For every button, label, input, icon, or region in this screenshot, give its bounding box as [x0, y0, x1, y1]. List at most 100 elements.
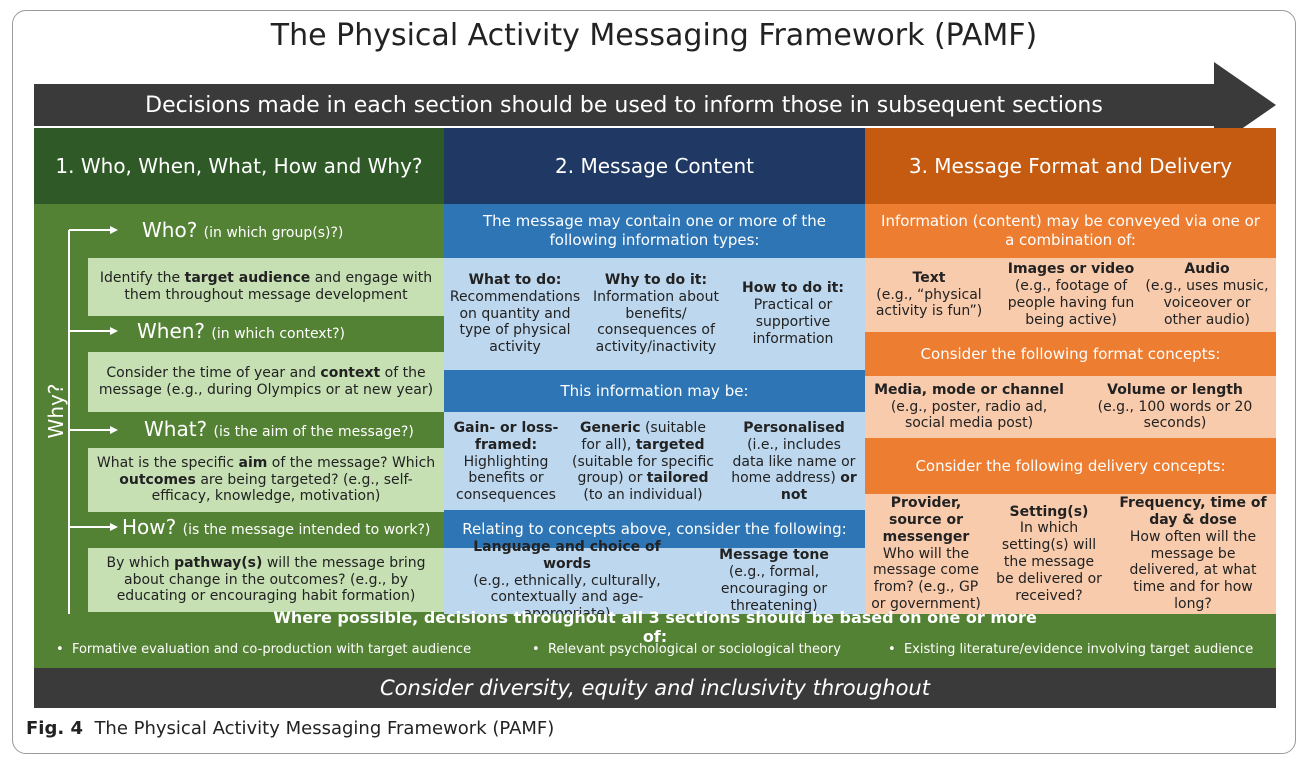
what-desc-text-2: of the message? Which [267, 454, 436, 471]
how-to-do-title: How to do it: [742, 280, 844, 297]
what-to-do-body: Recommendations on quantity and type of … [449, 288, 581, 356]
audio-format-body: (e.g., uses music, voiceover or other au… [1145, 278, 1269, 328]
how-desc-bold: pathway(s) [174, 554, 263, 571]
provider-cell: Provider, source or messenger Who will t… [870, 495, 982, 612]
images-format-title: Images or video [1007, 261, 1135, 278]
text-format-cell: Text (e.g., “physical activity is fun”) [870, 260, 988, 330]
how-desc-text-2: will the message bring about change in t… [116, 554, 426, 605]
info-types-panel [444, 258, 865, 370]
images-format-body: (e.g., footage of people having fun bein… [1007, 278, 1135, 328]
how-question: How? [122, 515, 177, 539]
what-desc-bold-2: outcomes [119, 471, 196, 488]
what-to-do-cell: What to do: Recommendations on quantity … [450, 262, 580, 366]
setting-title: Setting(s) [1009, 503, 1089, 520]
generic-cell: Generic (suitable for all), targeted (su… [570, 416, 716, 508]
evidence-bullet-3-text: Existing literature/evidence involving t… [903, 642, 1254, 657]
what-to-do-title: What to do: [468, 272, 562, 288]
media-title: Media, mode or channel [874, 381, 1064, 398]
personalised-title: Personalised [743, 420, 845, 436]
generic-title: Generic [580, 420, 641, 436]
tone-body: (e.g., formal, encouraging or threatenin… [720, 564, 828, 614]
info-types-header: The message may contain one or more of t… [444, 204, 865, 258]
column-3-header: 3. Message Format and Delivery [865, 128, 1276, 204]
what-desc-bold: aim [238, 454, 268, 471]
what-description: What is the specific aim of the message?… [88, 448, 444, 512]
media-cell: Media, mode or channel (e.g., poster, ra… [872, 378, 1066, 436]
what-desc-text: What is the specific [96, 454, 239, 471]
how-to-do-body: Practical or supportive information [752, 297, 834, 347]
frequency-body: How often will the message be delivered,… [1129, 528, 1257, 612]
figure-title: The Physical Activity Messaging Framewor… [270, 18, 1038, 53]
provider-title: Provider, source or messenger [882, 495, 970, 545]
may-be-header: This information may be: [444, 370, 865, 412]
tone-cell: Message tone (e.g., formal, encouraging … [690, 547, 858, 614]
how-heading: How? (is the message intended to work?) [122, 515, 442, 543]
setting-body: In which setting(s) will the message be … [996, 520, 1102, 604]
setting-cell: Setting(s) In which setting(s) will the … [994, 498, 1104, 610]
what-question: What? [144, 417, 208, 441]
generic-text-2: (suitable for specific group) or [571, 453, 715, 487]
when-desc-text: Consider the time of year and [106, 365, 321, 382]
tailored-title: tailored [646, 470, 709, 487]
evidence-bullet-2-text: Relevant psychological or sociological t… [547, 642, 841, 657]
how-subtitle: (is the message intended to work?) [182, 522, 431, 538]
why-label: Why? [44, 383, 68, 439]
delivery-header: Consider the following delivery concepts… [865, 438, 1276, 494]
volume-title: Volume or length [1107, 381, 1243, 398]
may-be-panel [444, 412, 865, 510]
generic-text-3: (to an individual) [583, 487, 703, 504]
arrow-shape [34, 62, 1276, 148]
why-to-do-cell: Why to do it: Information about benefits… [590, 262, 722, 366]
arrow-banner-text: Decisions made in each section should be… [145, 92, 1103, 118]
frequency-cell: Frequency, time of day & dose How often … [1116, 495, 1270, 612]
who-question: Who? [142, 218, 198, 242]
how-to-do-cell: How to do it: Practical or supportive in… [740, 262, 846, 366]
why-to-do-title: Why to do it: [604, 272, 708, 288]
media-body: (e.g., poster, radio ad, social media po… [890, 398, 1048, 432]
frequency-title: Frequency, time of day & dose [1119, 495, 1267, 529]
diversity-banner: Consider diversity, equity and inclusivi… [34, 668, 1276, 708]
when-subtitle: (in which context?) [211, 326, 345, 342]
images-format-cell: Images or video (e.g., footage of people… [1002, 260, 1140, 330]
who-description: Identify the target audience and engage … [88, 258, 444, 316]
why-to-do-body: Information about benefits/ consequences… [593, 288, 719, 356]
personalised-body: (i.e., includes data like name or home a… [731, 436, 856, 487]
targeted-title: targeted [635, 436, 705, 453]
generic-text: (suitable for all), [581, 420, 706, 453]
evidence-band [34, 614, 1276, 668]
what-subtitle: (is the aim of the message?) [213, 424, 414, 440]
when-desc-text-2: of the message (e.g., during Olympics or… [98, 365, 434, 398]
how-desc-text: By which [106, 554, 175, 571]
figure-caption: Fig. 4 The Physical Activity Messaging F… [26, 718, 554, 739]
audio-format-cell: Audio (e.g., uses music, voiceover or ot… [1144, 260, 1270, 330]
who-desc-bold: target audience [184, 270, 311, 287]
what-heading: What? (is the aim of the message?) [144, 417, 444, 445]
when-question: When? [137, 319, 206, 343]
who-heading: Who? (in which group(s)?) [142, 218, 442, 246]
tone-title: Message tone [719, 547, 829, 564]
who-desc-text: Identify the [99, 270, 185, 287]
how-description: By which pathway(s) will the message bri… [88, 548, 444, 612]
evidence-bullet-2: • Relevant psychological or sociological… [532, 642, 841, 657]
when-description: Consider the time of year and context of… [88, 352, 444, 412]
format-header: Consider the following format concepts: [865, 332, 1276, 376]
or-not-text: or not [780, 470, 857, 504]
caption-label: Fig. 4 [26, 718, 83, 739]
volume-body: (e.g., 100 words or 20 seconds) [1097, 398, 1253, 432]
relating-header: Relating to concepts above, consider the… [444, 510, 865, 548]
what-desc-text-3: are being targeted? (e.g., self-efficacy… [151, 471, 413, 505]
text-format-title: Text [912, 269, 946, 286]
who-subtitle: (in which group(s)?) [203, 225, 344, 241]
gain-loss-body: Highlighting benefits or consequences [456, 453, 556, 504]
evidence-bullet-3: • Existing literature/evidence involving… [888, 642, 1254, 657]
audio-format-title: Audio [1184, 261, 1230, 278]
delivery-panel [865, 494, 1276, 614]
caption-text: The Physical Activity Messaging Framewor… [94, 718, 555, 739]
conveyed-panel [865, 258, 1276, 332]
when-heading: When? (in which context?) [137, 319, 437, 347]
gain-loss-cell: Gain- or loss-framed: Highlighting benef… [450, 416, 562, 508]
who-desc-text-2: and engage with them throughout message … [124, 270, 433, 303]
gain-loss-title: Gain- or loss-framed: [453, 420, 559, 453]
language-title: Language and choice of words [473, 539, 661, 572]
text-format-body: (e.g., “physical activity is fun”) [875, 286, 983, 320]
